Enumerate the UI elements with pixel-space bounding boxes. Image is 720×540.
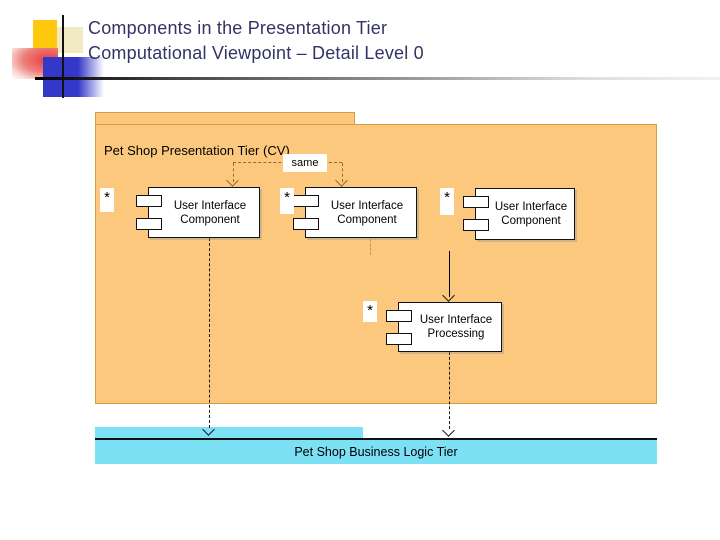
title-line-2: Computational Viewpoint – Detail Level 0	[88, 43, 424, 63]
arrow-to-ui-processing	[449, 251, 450, 297]
component-port-tab-icon	[386, 333, 412, 345]
multiplicity-star-2: *	[280, 188, 294, 214]
component-label: User Interface Component	[494, 201, 568, 227]
decoration-yellow-square	[33, 20, 57, 53]
same-dependency-right-drop	[342, 163, 343, 182]
presentation-tier-package-tab	[95, 112, 355, 124]
multiplicity-star-3: *	[440, 188, 454, 215]
title-divider-rule	[35, 77, 720, 80]
business-logic-tier-label: Pet Shop Business Logic Tier	[294, 445, 458, 459]
component-port-tab-icon	[293, 218, 319, 230]
dependency-arrowhead-2	[442, 424, 455, 437]
slide-title: Components in the Presentation Tier Comp…	[88, 16, 688, 66]
business-logic-tier-tab	[95, 427, 363, 438]
component-port-tab-icon	[136, 195, 162, 207]
multiplicity-star-4: *	[363, 301, 377, 322]
multiplicity-star-1: *	[100, 188, 114, 212]
title-line-1: Components in the Presentation Tier	[88, 18, 388, 38]
component-label: User Interface Processing	[419, 314, 493, 340]
presentation-tier-package: Pet Shop Presentation Tier (CV)	[95, 124, 657, 404]
component-port-tab-icon	[136, 218, 162, 230]
ui-component-3: User Interface Component	[463, 188, 575, 240]
decoration-vertical-line	[62, 15, 64, 98]
same-label: same	[283, 154, 327, 172]
component-label: User Interface Component	[173, 199, 247, 226]
dependency-line-processing-to-business	[449, 352, 450, 429]
business-logic-tier-package: Pet Shop Business Logic Tier	[95, 438, 657, 464]
same-dependency-left-drop	[233, 163, 234, 182]
component-port-tab-icon	[463, 196, 489, 208]
ui-component-2: User Interface Component	[293, 187, 417, 238]
dependency-stub-component2	[370, 239, 371, 255]
presentation-tier-label: Pet Shop Presentation Tier (CV)	[104, 143, 290, 158]
component-diagram: Pet Shop Presentation Tier (CV) Pet Shop…	[95, 112, 657, 464]
component-port-tab-icon	[386, 310, 412, 322]
decoration-cream-square	[57, 27, 83, 53]
ui-processing-component: User Interface Processing	[386, 302, 502, 352]
dependency-line-component1-to-business	[209, 238, 210, 428]
ui-component-1: User Interface Component	[136, 187, 260, 238]
component-port-tab-icon	[463, 219, 489, 231]
component-label: User Interface Component	[330, 199, 404, 226]
